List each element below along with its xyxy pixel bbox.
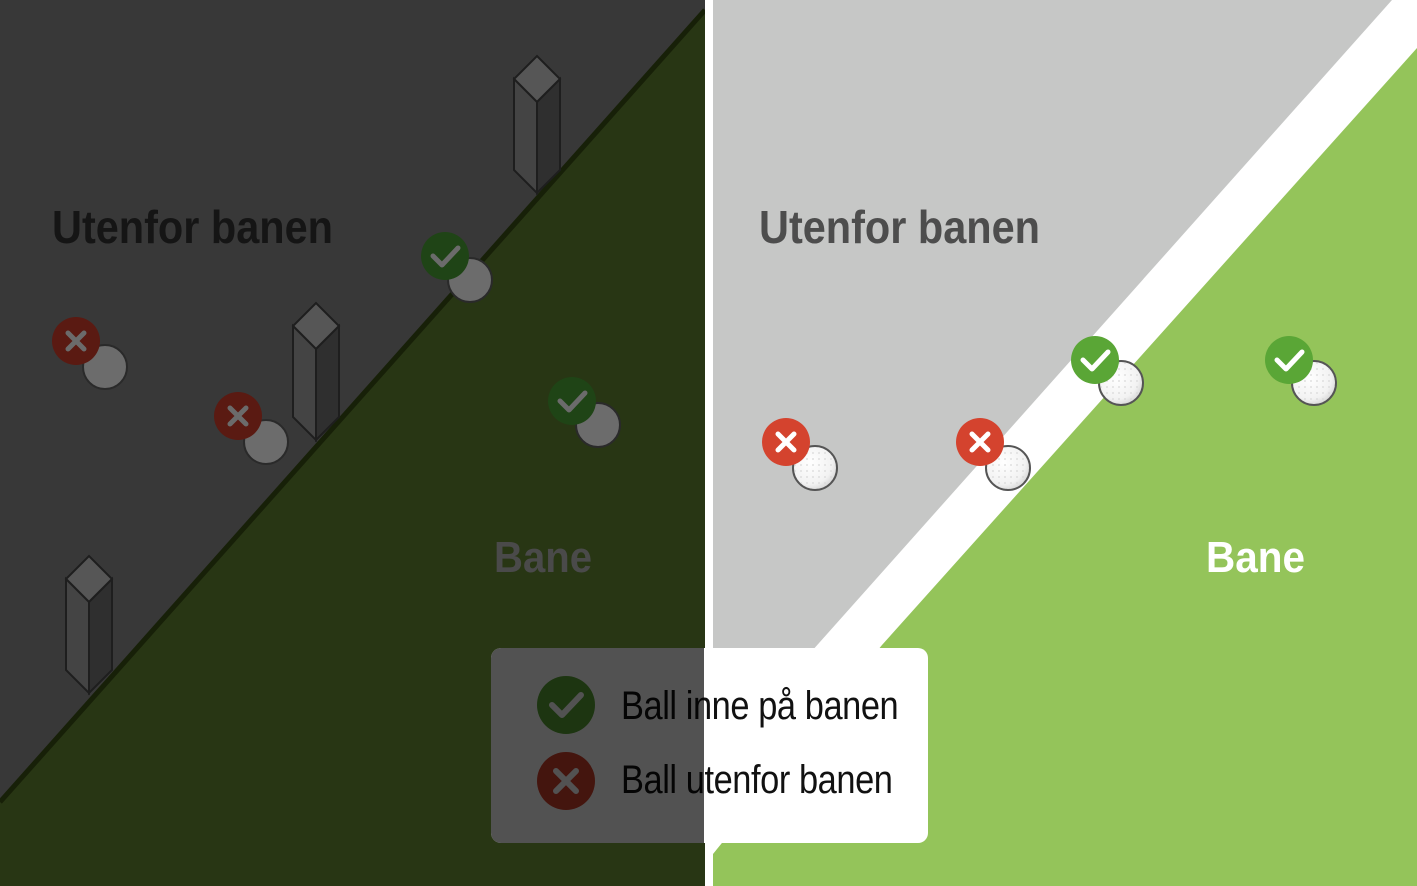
ball-out-of-bounds: [956, 418, 1031, 491]
ball-out-of-bounds: [762, 418, 838, 491]
check-icon: [1265, 336, 1313, 384]
boundary-post: [512, 54, 562, 196]
legend-box: [491, 648, 928, 843]
legend-check-icon: [537, 676, 595, 734]
legend: Ball inne på banen Ball utenfor banen: [491, 648, 928, 843]
legend-out-label: Ball utenfor banen: [621, 758, 893, 802]
boundary-post: [291, 301, 341, 443]
legend-in-label: Ball inne på banen: [621, 684, 899, 728]
ball-in-bounds: [421, 232, 493, 303]
boundary-post: [64, 554, 114, 696]
ball-in-bounds: [548, 377, 621, 448]
check-icon: [548, 377, 596, 425]
left-outside-label: Utenfor banen: [52, 201, 333, 253]
ball-out-of-bounds: [214, 392, 289, 465]
panel-divider: [705, 0, 713, 886]
right-course-label: Bane: [1206, 533, 1305, 582]
legend-cross-icon: [537, 752, 595, 810]
left-course-label: Bane: [494, 533, 592, 582]
check-icon: [1071, 336, 1119, 384]
left-boundary-line: [0, 8, 707, 804]
ball-in-bounds: [1265, 336, 1337, 406]
check-icon: [421, 232, 469, 280]
ball-in-bounds: [1071, 336, 1144, 406]
right-outside-label: Utenfor banen: [759, 201, 1040, 253]
ball-out-of-bounds: [52, 317, 128, 390]
